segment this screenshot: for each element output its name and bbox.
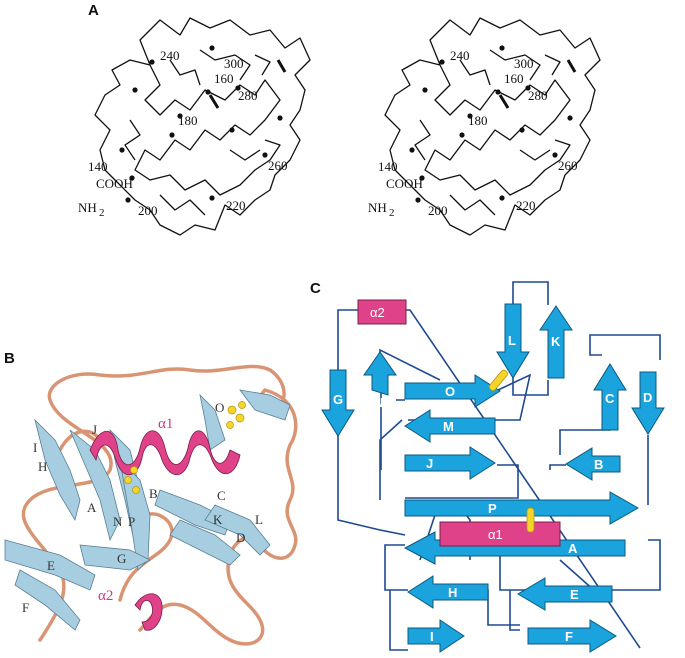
label-280-left: 280	[238, 88, 258, 103]
ribbon-label-i: I	[33, 440, 37, 455]
ribbon-diagram: I H J A N P B C K L D E F G O α1 α2	[5, 366, 296, 643]
topology-label-l: L	[508, 333, 516, 348]
topology-label-b: B	[594, 457, 603, 472]
topology-strands	[322, 304, 664, 652]
label-300-right: 300	[514, 56, 534, 71]
topology-label-d: D	[643, 390, 652, 405]
ribbon-label-alpha1: α1	[158, 416, 173, 432]
topology-label-o: O	[445, 384, 455, 399]
ribbon-label-b: B	[149, 486, 158, 501]
stereo-view-left: 240 300 160 280 180 140 COOH NH 2 200 22…	[78, 18, 310, 235]
ribbon-label-o: O	[215, 400, 224, 415]
topology-label-i: I	[430, 629, 434, 644]
label-cooh-left: COOH	[96, 176, 133, 191]
ribbon-label-n: N	[113, 514, 123, 529]
ribbon-label-h: H	[38, 459, 47, 474]
ribbon-label-a: A	[87, 500, 97, 515]
topology-label-e: E	[570, 587, 579, 602]
label-180-left: 180	[178, 113, 198, 128]
label-180-right: 180	[468, 113, 488, 128]
strand-i	[408, 620, 464, 652]
label-260-right: 260	[558, 158, 578, 173]
topology-disulfide-o	[488, 369, 509, 392]
ribbon-label-l: L	[255, 512, 263, 527]
calpha-dots-right	[409, 45, 572, 202]
topology-disulfide-p	[527, 508, 534, 532]
label-160-right: 160	[504, 71, 524, 86]
strand-e	[518, 578, 612, 610]
label-240-right: 240	[450, 48, 470, 63]
label-200-left: 200	[138, 203, 158, 218]
ribbon-label-p: P	[128, 514, 135, 529]
ribbon-label-k: K	[213, 512, 223, 527]
label-200-right: 200	[428, 203, 448, 218]
label-140-left: 140	[88, 159, 108, 174]
label-220-right: 220	[516, 198, 536, 213]
calpha-trace-right-inner	[415, 50, 560, 215]
label-cooh-right: COOH	[386, 176, 423, 191]
label-280-right: 280	[528, 88, 548, 103]
ribbon-label-f: F	[22, 600, 29, 615]
topology-label-m: M	[443, 419, 454, 434]
label-260-left: 260	[268, 158, 288, 173]
ribbon-label-alpha2: α2	[98, 588, 113, 604]
ribbon-label-g: G	[117, 551, 126, 566]
ribbon-helix-alpha2	[135, 594, 162, 630]
label-240-left: 240	[160, 48, 180, 63]
stereo-view-right: 240 300 160 280 180 140 COOH NH 2 200 22…	[368, 18, 600, 235]
label-160-left: 160	[214, 71, 234, 86]
ribbon-label-d: D	[236, 530, 245, 545]
label-nh-right: NH	[368, 200, 387, 215]
topology-label-j: J	[426, 456, 433, 471]
ribbon-label-c: C	[217, 488, 226, 503]
topology-label-c: C	[605, 391, 615, 406]
calpha-trace-left-inner	[125, 50, 270, 215]
topology-label-g: G	[333, 392, 343, 407]
topology-label-p: P	[488, 501, 497, 516]
strand-j	[405, 447, 495, 479]
topology-label-f: F	[565, 629, 573, 644]
label-300-left: 300	[224, 56, 244, 71]
strand-n	[364, 352, 396, 395]
topology-label-k: K	[551, 334, 561, 349]
ribbon-label-j: J	[92, 422, 97, 437]
label-140-right: 140	[378, 159, 398, 174]
label-nh-sub-left: 2	[99, 207, 105, 219]
topology-label-a: A	[568, 541, 578, 556]
strand-b	[566, 448, 620, 480]
topology-diagram: α2 L K O N G M C D J	[322, 282, 664, 652]
topology-label-alpha2: α2	[370, 305, 385, 320]
label-220-left: 220	[226, 198, 246, 213]
strand-p	[405, 492, 638, 524]
topology-label-n: N	[374, 395, 383, 410]
label-nh-sub-right: 2	[389, 207, 395, 219]
label-nh-left: NH	[78, 200, 97, 215]
topology-label-h: H	[448, 585, 457, 600]
calpha-dots-left	[119, 45, 282, 202]
ribbon-label-e: E	[47, 558, 55, 573]
topology-label-alpha1: α1	[488, 527, 503, 542]
